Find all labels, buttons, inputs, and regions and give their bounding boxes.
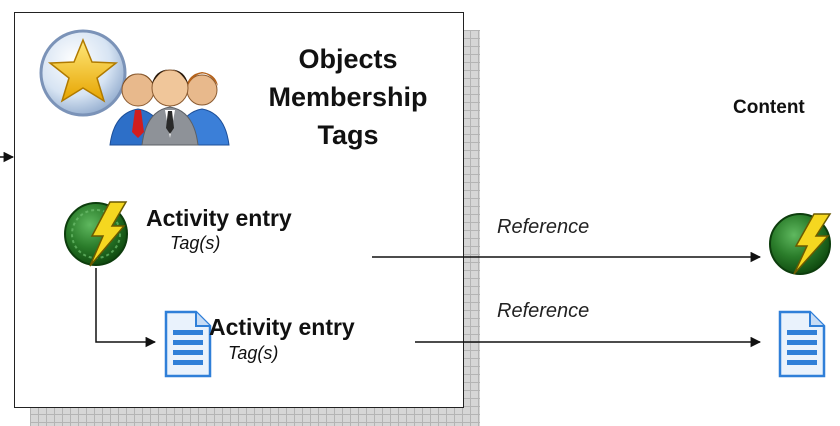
title-membership: Membership	[268, 82, 428, 112]
entry-connector	[95, 268, 157, 348]
content-label: Content	[733, 97, 805, 118]
entry-2-title: Activity entry	[209, 314, 355, 340]
title-tags: Tags	[317, 120, 379, 150]
entry-1-title: Activity entry	[146, 205, 292, 231]
reference-label-2: Reference	[497, 300, 590, 322]
reference-label-1: Reference	[497, 216, 590, 238]
title-objects: Objects	[298, 44, 398, 74]
entry-2-tags: Tag(s)	[228, 343, 279, 363]
entry-1-tags: Tag(s)	[170, 233, 221, 253]
